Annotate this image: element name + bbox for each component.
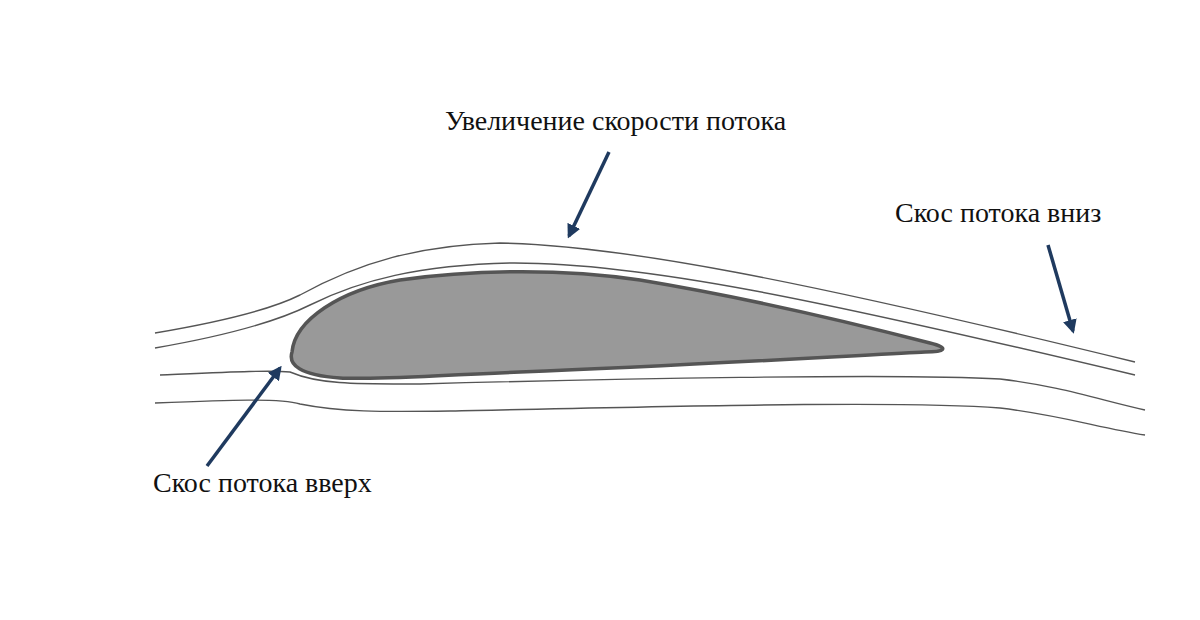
- leader-arrow: [1048, 245, 1073, 331]
- callout-label: Скос потока вверх: [153, 466, 372, 500]
- callout-label: Скос потока вниз: [895, 196, 1101, 230]
- leader-arrow: [569, 152, 609, 236]
- streamline: [160, 371, 1145, 410]
- streamlines: [155, 243, 1145, 435]
- callout-label: Увеличение скорости потока: [445, 104, 786, 138]
- leader-arrow: [207, 368, 280, 466]
- streamline: [155, 400, 1145, 435]
- airfoil: [291, 272, 942, 379]
